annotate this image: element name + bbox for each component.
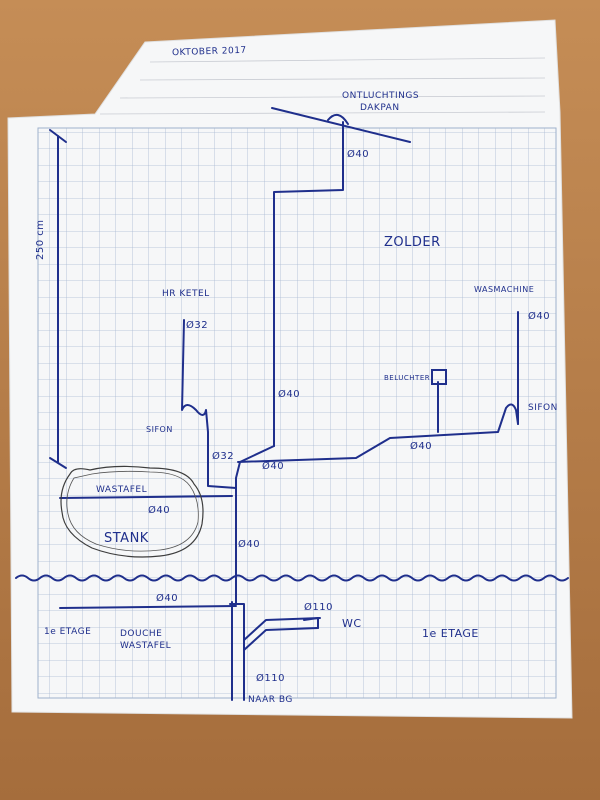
first-floor-right-label: 1e ETAGE: [422, 627, 479, 640]
beluchter-box: [431, 369, 447, 385]
diameter-down: Ø40: [238, 539, 261, 550]
diameter-ketel: Ø32: [186, 320, 209, 331]
pipe-drawing: [15, 107, 569, 701]
douche-label: DOUCHE: [120, 629, 163, 639]
height-label: 250 cm: [35, 219, 46, 260]
vent-label: ONTLUCHTINGS: [342, 91, 420, 101]
diameter-wc: Ø110: [304, 602, 333, 613]
diameter-wasmachine: Ø40: [528, 311, 551, 322]
stank-cloud: [60, 465, 204, 558]
diameter-lower: Ø32: [212, 451, 235, 462]
wasmachine-label: WASMACHINE: [474, 285, 535, 294]
wc-label: WC: [342, 617, 362, 630]
hr-ketel-label: HR KETEL: [162, 289, 210, 299]
diameter-first: Ø40: [156, 593, 179, 604]
sifon-left-label: SIFON: [146, 425, 173, 434]
wastafel2-label: WASTAFEL: [120, 641, 172, 651]
diameter-top: Ø40: [347, 149, 370, 160]
beluchter-label: BELUCHTER: [384, 374, 431, 382]
diameter-down-110: Ø110: [256, 673, 285, 684]
diameter-vertical: Ø40: [278, 389, 301, 400]
stank-label: STANK: [104, 531, 149, 546]
diameter-wastafel: Ø40: [148, 505, 171, 516]
diameter-horizontal: Ø40: [410, 441, 433, 452]
ruled-lines: [99, 57, 546, 115]
first-floor-left-label: 1e ETAGE: [44, 627, 92, 637]
vent-label-2: DAKPAN: [360, 103, 400, 113]
graph-grid: [37, 127, 557, 699]
diameter-junction: Ø40: [262, 461, 285, 472]
zolder-label: ZOLDER: [384, 235, 441, 250]
naar-bg-label: NAAR BG: [248, 695, 293, 705]
wastafel-label: WASTAFEL: [96, 485, 148, 495]
stank-cloud-inner: [66, 470, 199, 552]
sifon-right-label: SIFON: [528, 403, 558, 413]
